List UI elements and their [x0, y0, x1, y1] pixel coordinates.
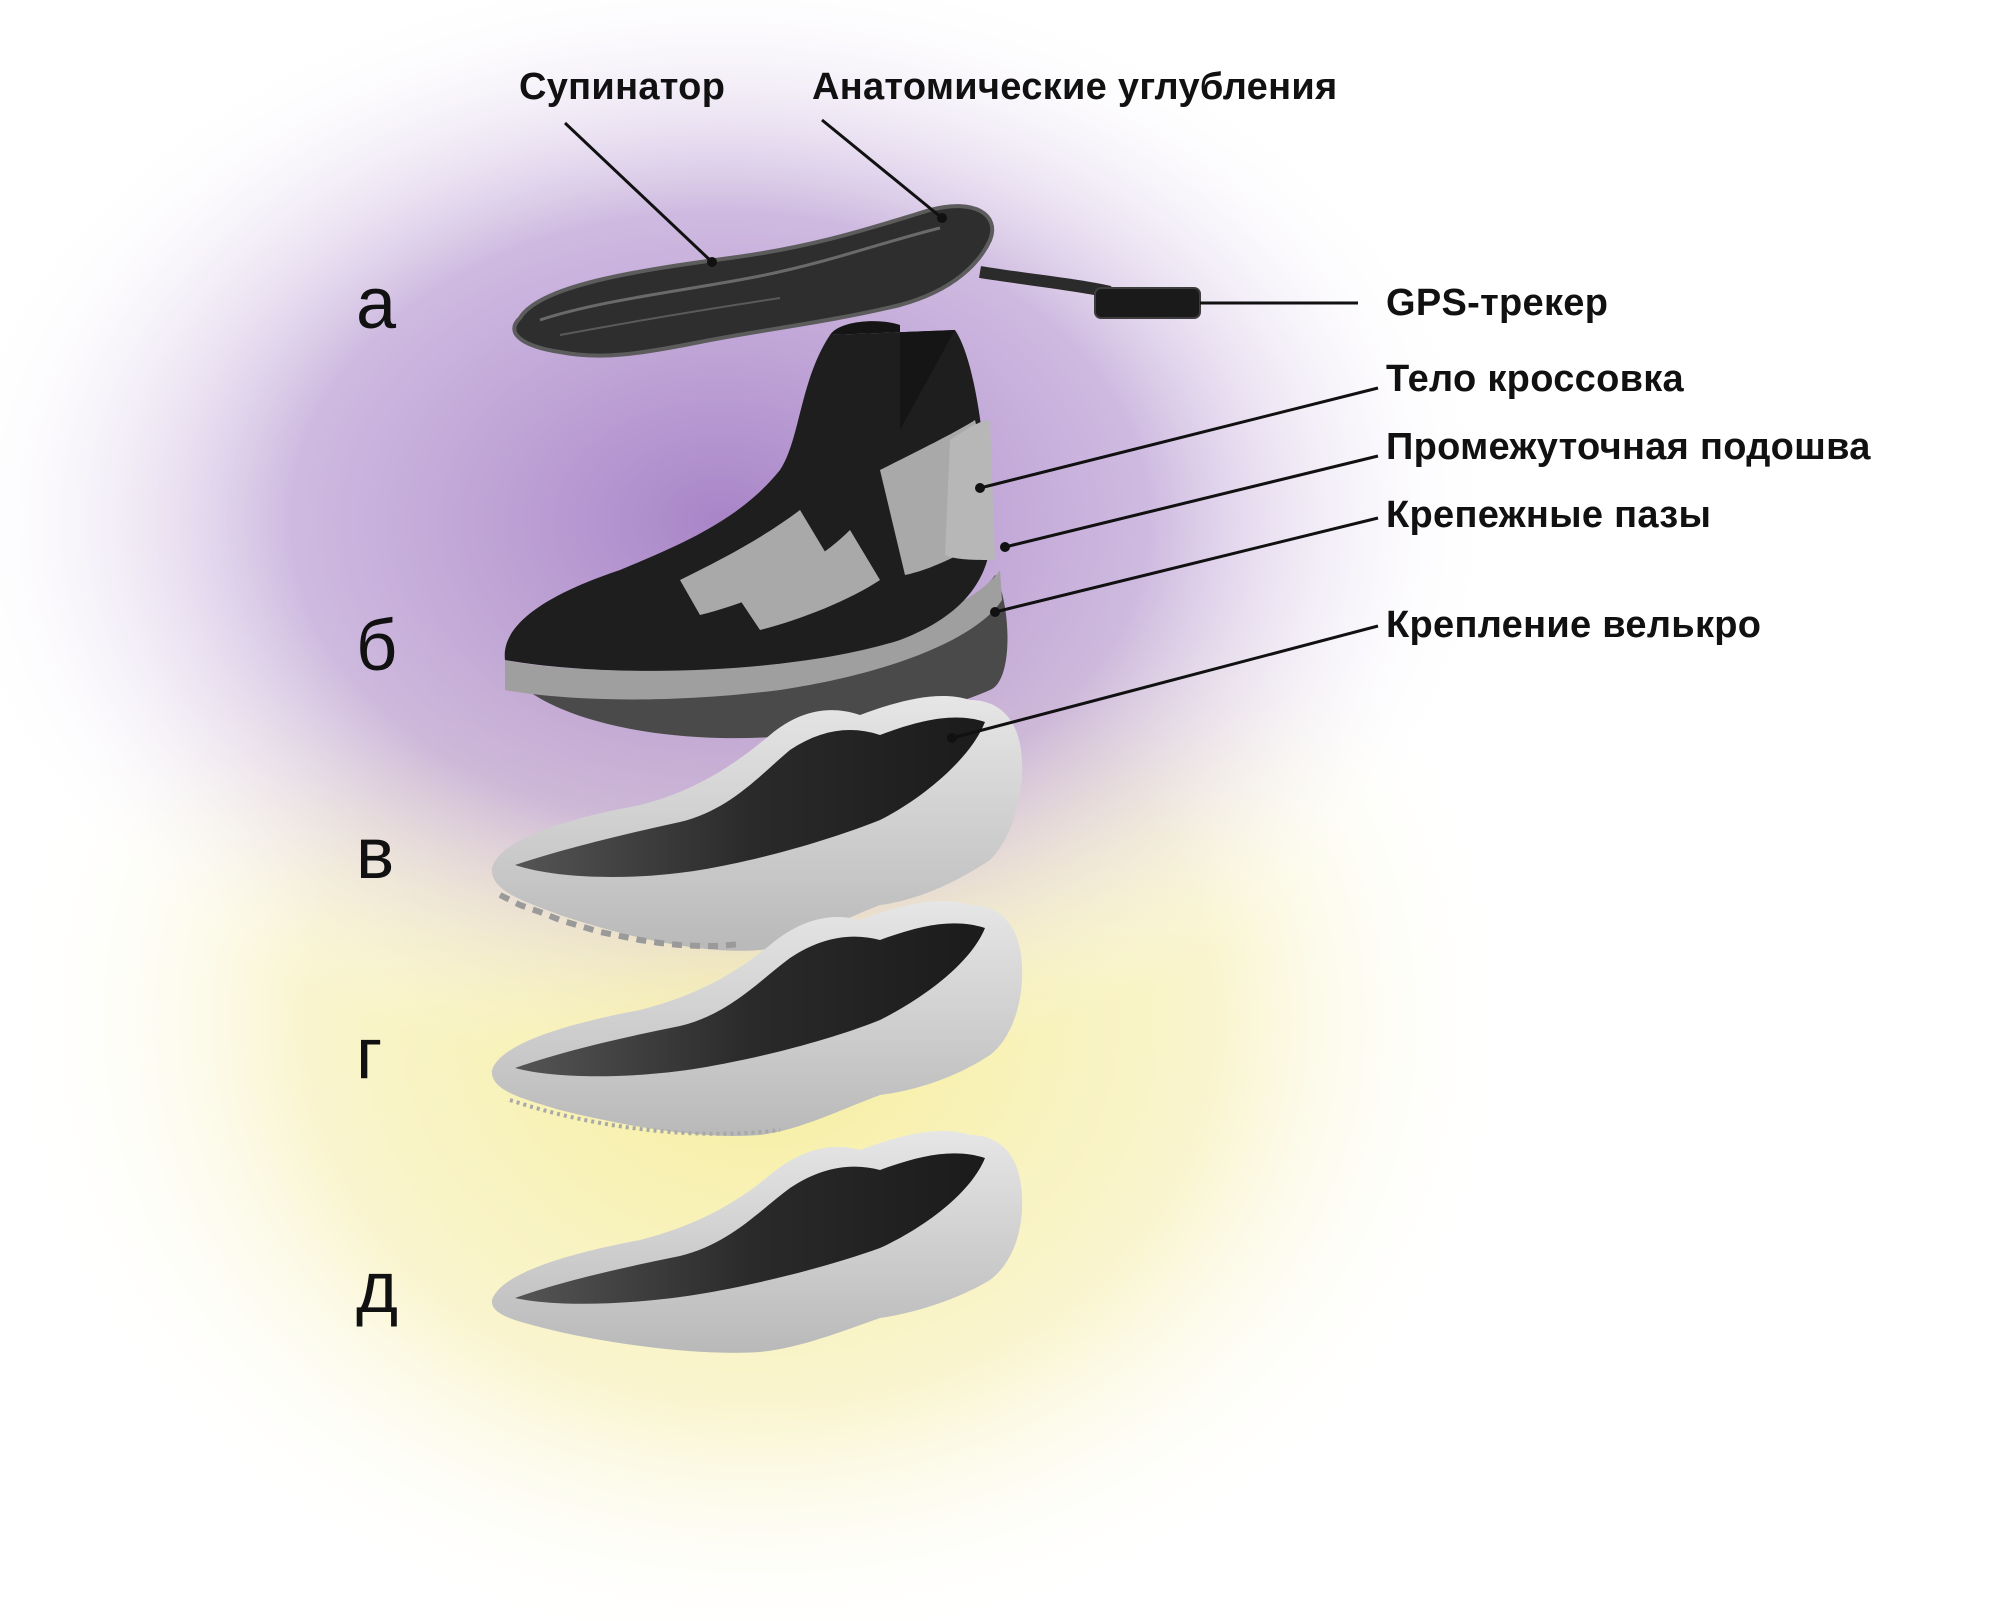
layer-letter-a: а: [356, 264, 397, 344]
collar: [830, 321, 955, 430]
layer-letter-b: б: [356, 606, 398, 686]
shoe-body-layer-b: [504, 321, 1008, 739]
layer-letter-g: г: [356, 1014, 383, 1094]
sole-layer-d: [491, 1130, 1023, 1353]
label-supinator: Супинатор: [519, 66, 726, 108]
label-mounting-slots: Крепежные пазы: [1386, 494, 1712, 536]
leader-velcro: [951, 624, 1379, 740]
velcro-sole-layer-v: [491, 695, 1023, 951]
leader-lines: [563, 118, 1379, 740]
leader-body: [979, 386, 1379, 490]
leader-anatomic: [821, 118, 943, 220]
leader-endpoints: [707, 213, 1010, 743]
label-midsole: Промежуточная подошва: [1386, 426, 1871, 468]
layer-letter-d: д: [356, 1248, 399, 1328]
gps-tracker-device: [1094, 287, 1201, 319]
insole: [512, 204, 995, 358]
layer-letter-v: в: [356, 814, 395, 894]
label-velcro-fastening: Крепление велькро: [1386, 604, 1762, 646]
label-shoe-body: Тело кроссовка: [1386, 358, 1684, 400]
sole-layer-g: [491, 900, 1023, 1136]
leader-midsole: [1004, 454, 1379, 549]
label-gps-tracker: GPS-трекер: [1386, 282, 1609, 324]
leader-supinator: [563, 121, 714, 264]
label-anatomic-depressions: Анатомические углубления: [812, 66, 1338, 108]
leader-slots: [994, 516, 1379, 614]
insole-layer-a: [512, 204, 1201, 358]
grey-cage: [680, 420, 987, 630]
